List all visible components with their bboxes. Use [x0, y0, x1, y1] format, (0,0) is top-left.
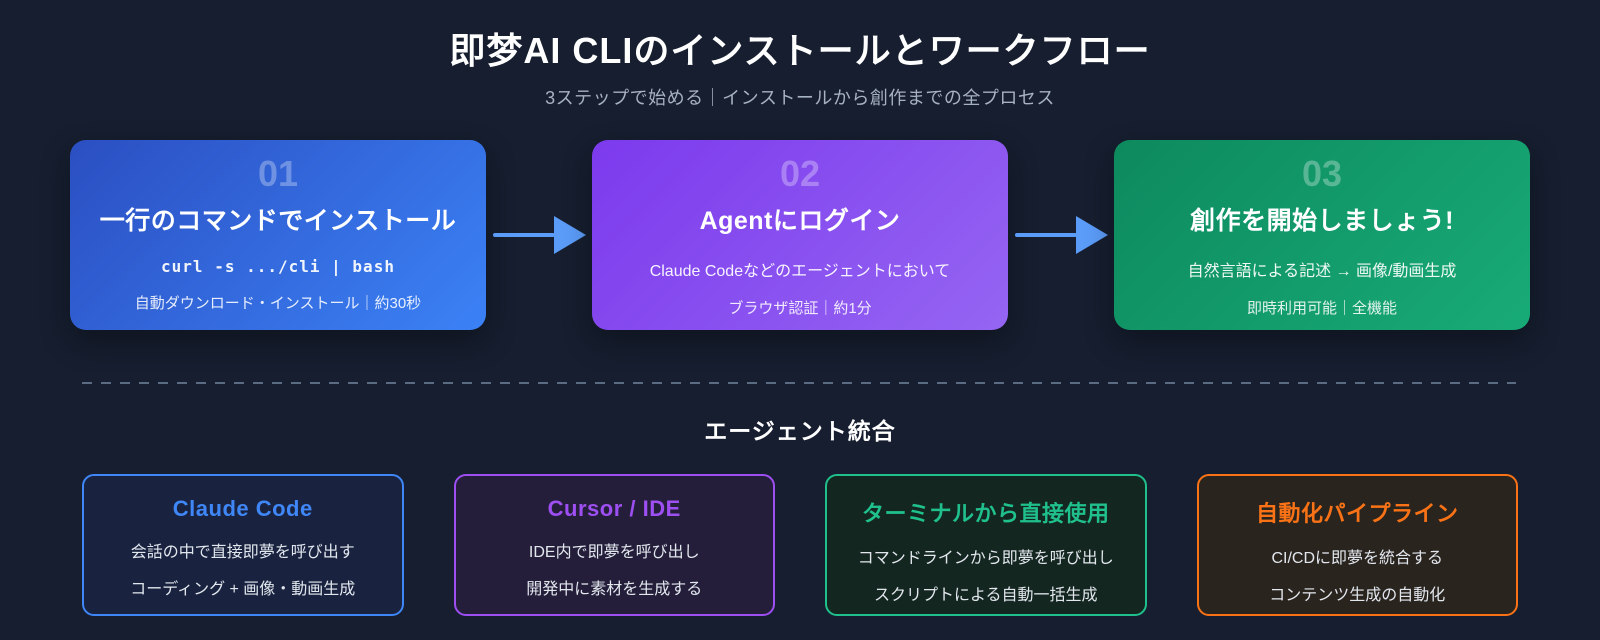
- integration-card-line1: コマンドラインから即夢を呼び出し: [857, 550, 1114, 567]
- integration-card-line2: スクリプトによる自動一括生成: [873, 587, 1098, 604]
- integration-section-title: エージェント統合: [704, 418, 896, 444]
- step-command: curl -s .../cli | bash: [161, 257, 395, 277]
- page-subtitle: 3ステップで始める｜インストールから創作までの全プロセス: [545, 88, 1055, 108]
- integration-card-title: 自動化パイプライン: [1255, 501, 1459, 526]
- step-number: 03: [1301, 153, 1343, 194]
- integration-card-3: ターミナルから直接使用 コマンドラインから即夢を呼び出し スクリプトによる自動一…: [825, 474, 1147, 616]
- step-title: 創作を開始しましょう!: [1190, 207, 1454, 236]
- arrow-head: [553, 216, 586, 254]
- integration-card-2: Cursor / IDE IDE内で即夢を呼び出し 開発中に素材を生成する: [453, 474, 775, 616]
- step-title: Agentにログイン: [699, 207, 901, 236]
- step-title: 一行のコマンドでインストール: [99, 207, 457, 236]
- integration-card-line1: CI/CDに即夢を統合する: [1271, 550, 1444, 567]
- section-divider: [82, 382, 1516, 384]
- integration-row: Claude Code 会話の中で直接即夢を呼び出す コーディング + 画像・動…: [0, 474, 1600, 616]
- step-detail: 自然言語による記述 → 画像/動画生成: [1187, 263, 1457, 281]
- integration-card-title: ターミナルから直接使用: [861, 501, 1110, 526]
- integration-card-title: Cursor / IDE: [547, 496, 681, 521]
- integration-card-title: Claude Code: [172, 496, 313, 521]
- step-card-1: 01 一行のコマンドでインストール curl -s .../cli | bash…: [70, 140, 486, 330]
- step-detail: Claude Codeなどのエージェントにおいて: [649, 263, 951, 281]
- integration-card-4: 自動化パイプライン CI/CDに即夢を統合する コンテンツ生成の自動化: [1196, 474, 1518, 616]
- step-description: 自動ダウンロード・インストール｜約30秒: [134, 295, 422, 313]
- step-description: ブラウザ認証｜約1分: [728, 300, 872, 318]
- step-card-2: 02 Agentにログイン Claude Codeなどのエージェントにおいて ブ…: [592, 140, 1008, 330]
- header: 即梦AI CLIのインストールとワークフロー 3ステップで始める｜インストールか…: [0, 0, 1600, 110]
- steps-row: 01 一行のコマンドでインストール curl -s .../cli | bash…: [0, 140, 1600, 330]
- page-title: 即梦AI CLIのインストールとワークフロー: [449, 30, 1151, 71]
- integration-card-line2: コンテンツ生成の自動化: [1269, 587, 1446, 604]
- step-card-3: 03 創作を開始しましょう! 自然言語による記述 → 画像/動画生成 即時利用可…: [1114, 140, 1530, 330]
- integration-card-1: Claude Code 会話の中で直接即夢を呼び出す コーディング + 画像・動…: [82, 474, 404, 616]
- arrow-head: [1075, 216, 1108, 254]
- integration-card-line2: 開発中に素材を生成する: [526, 581, 703, 598]
- step-description: 即時利用可能｜全機能: [1246, 300, 1397, 318]
- integration-card-line1: 会話の中で直接即夢を呼び出す: [130, 544, 355, 561]
- arrow-right-icon: [1008, 140, 1114, 330]
- arrow-right-icon: [486, 140, 592, 330]
- step-number: 02: [779, 153, 821, 194]
- integration-card-line2: コーディング + 画像・動画生成: [130, 581, 356, 598]
- step-number: 01: [257, 153, 299, 194]
- arrow-shaft: [492, 233, 555, 237]
- integration-card-line1: IDE内で即夢を呼び出し: [528, 544, 700, 561]
- arrow-shaft: [1014, 233, 1077, 237]
